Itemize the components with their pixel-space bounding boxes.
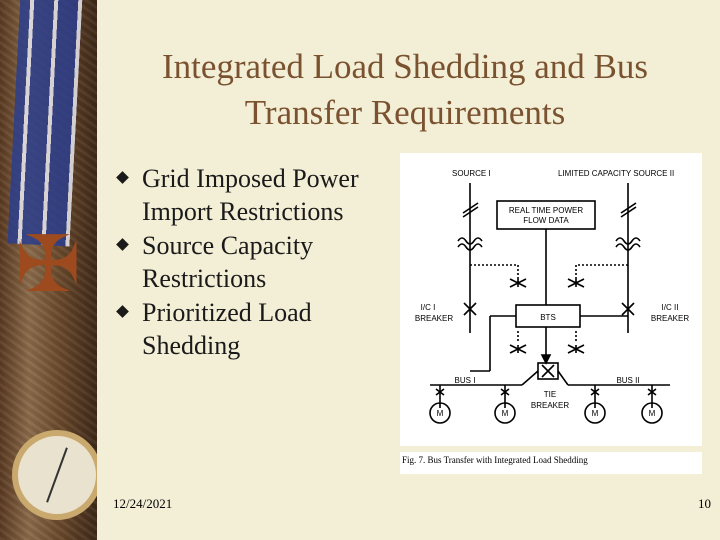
motor-1 <box>429 402 451 424</box>
bullet-text: Source Capacity Restrictions <box>142 231 314 293</box>
source-2-label: LIMITED CAPACITY SOURCE II <box>558 169 674 178</box>
ic1-breaker-icon <box>463 302 477 316</box>
bullet-text: Prioritized Load Shedding <box>142 298 312 360</box>
slide-date: 12/24/2021 <box>113 496 173 511</box>
tie-label-2: BREAKER <box>531 401 569 410</box>
motor-label: M <box>592 409 599 418</box>
ct2-icon <box>615 237 641 245</box>
control-arrow-icon <box>540 354 552 365</box>
compass-needle <box>46 447 68 503</box>
bullet-diamond-icon <box>116 238 129 251</box>
slide-page-number: 10 <box>698 496 711 511</box>
bullet-diamond-icon <box>116 171 129 184</box>
ic1-label-1: I/C I <box>421 303 436 312</box>
tie-label-1: TIE <box>544 390 556 399</box>
bullet-item: Source Capacity Restrictions <box>116 229 388 295</box>
bullet-diamond-icon <box>116 305 129 318</box>
rt-data-label-2: FLOW DATA <box>523 216 569 225</box>
ct-sensor-icon <box>567 344 585 354</box>
bts-label: BTS <box>540 313 556 322</box>
ic2-label-2: BREAKER <box>651 314 689 323</box>
motor-2 <box>494 402 516 424</box>
ct-sensor-icon <box>509 278 527 288</box>
diagram-svg: SOURCE I LIMITED CAPACITY SOURCE II REAL… <box>415 169 689 424</box>
source-1-label: SOURCE I <box>452 169 491 178</box>
ic2-breaker-icon <box>621 302 635 316</box>
ic1-label-2: BREAKER <box>415 314 453 323</box>
rt-data-label-1: REAL TIME POWER <box>509 206 583 215</box>
motor-label: M <box>437 409 444 418</box>
ct-sensor-icon <box>567 278 585 288</box>
motor-3 <box>584 402 606 424</box>
bus-transfer-diagram: SOURCE I LIMITED CAPACITY SOURCE II REAL… <box>400 153 702 446</box>
bullet-list: Grid Imposed Power Import Restrictions S… <box>116 162 388 363</box>
ct1-icon <box>457 237 483 245</box>
source1-slash <box>462 206 479 218</box>
source2-slash <box>620 206 637 218</box>
medal-decoration: ✠ <box>15 221 81 308</box>
motor-4 <box>641 402 663 424</box>
slide-title: Integrated Load Shedding and Bus Transfe… <box>161 47 648 132</box>
decorative-sidebar-image: ✠ <box>0 0 97 540</box>
ribbon-decoration <box>7 0 83 247</box>
bus-1-label: BUS I <box>455 376 476 385</box>
figure-caption: Fig. 7. Bus Transfer with Integrated Loa… <box>402 455 588 465</box>
ct-sensor-icon <box>509 344 527 354</box>
figure-caption-box: Fig. 7. Bus Transfer with Integrated Loa… <box>400 452 702 474</box>
motor-label: M <box>649 409 656 418</box>
compass-decoration <box>12 430 97 520</box>
bullet-text: Grid Imposed Power Import Restrictions <box>142 164 359 226</box>
ic2-label-1: I/C II <box>662 303 679 312</box>
bus-2-label: BUS II <box>616 376 639 385</box>
bullet-item: Prioritized Load Shedding <box>116 296 388 362</box>
motor-label: M <box>502 409 509 418</box>
bullet-item: Grid Imposed Power Import Restrictions <box>116 162 388 228</box>
